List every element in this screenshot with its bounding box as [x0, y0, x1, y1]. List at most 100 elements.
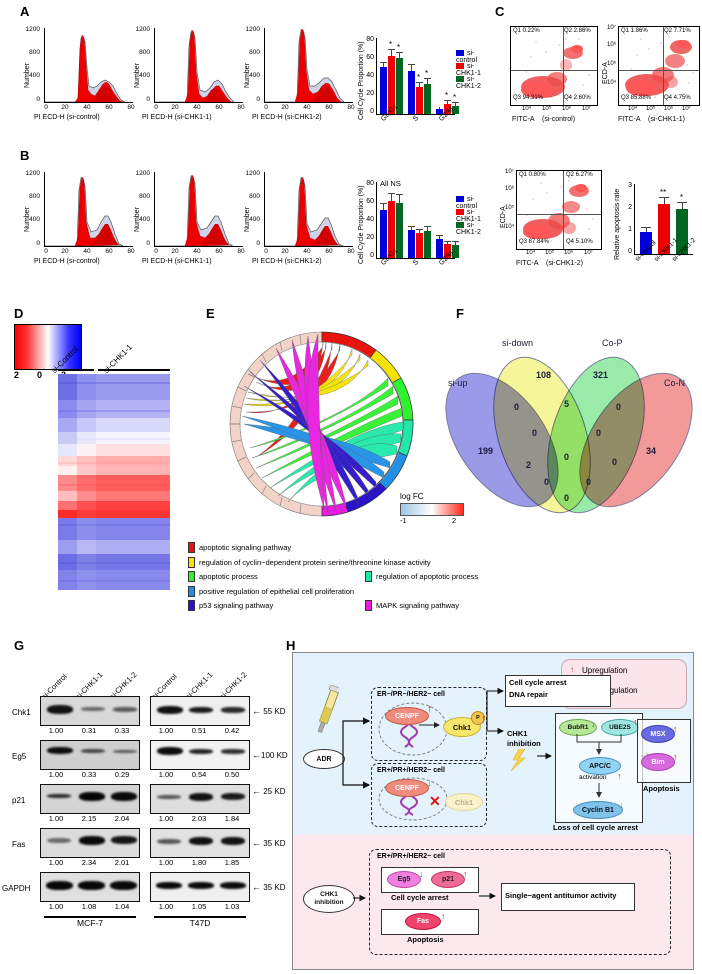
y-tick: 60 [366, 198, 374, 205]
blot-eg5-mcf7 [40, 740, 140, 770]
loss-of-arrest-label: Loss of cell cycle arrest [553, 823, 639, 832]
legend-row-p53-mapk: p53 signaling pathway MAPK signaling pat… [188, 600, 638, 611]
y-tick: 400 [29, 216, 40, 223]
apcc-activation-label: activation [579, 774, 607, 781]
x-tick: 20 [281, 104, 289, 111]
chk1-inhibition-line1: CHK1 [507, 729, 528, 738]
panel-label-B: B [20, 148, 30, 163]
eg5-node: Eg5 [387, 871, 421, 888]
blot-quant-value: 0.42 [224, 726, 240, 735]
legend-swatch-red [188, 542, 195, 553]
blot-quant-value: 1.00 [48, 770, 64, 779]
venn-count-siup-cop: 0 [532, 428, 538, 438]
blot-quant-value: 0.51 [191, 726, 207, 735]
blot-quant-value: 1.03 [224, 902, 240, 911]
eg5-down-arrow: ↓ [419, 869, 424, 879]
y-tick: 0 [256, 96, 260, 103]
msx-node: MSX [641, 725, 675, 743]
y-tick: 10⁷ [607, 25, 616, 31]
all-ns-annotation: All NS [380, 179, 401, 188]
legend-item-epithelial-proliferation: positive regulation of epithelial cell p… [188, 585, 638, 597]
bar-s-si-chk1-1 [416, 233, 423, 258]
single-agent-box [501, 883, 635, 911]
western-blot-panel-g: si-Control si-CHK1-1 si-CHK1-2 si-Contro… [2, 650, 288, 970]
quadrant-q4-label: Q4 4.75% [664, 95, 691, 101]
y-tick: 800 [249, 193, 260, 200]
flow-scatter-si-chk1-1: ECD-A 10⁷ 10⁶ 10⁵ 10⁴ [596, 22, 702, 132]
legend-label: apoptotic signaling pathway [199, 543, 292, 552]
significance-star: * [425, 69, 429, 78]
er-positive-cell-box-mid [371, 763, 487, 827]
significance-star: * [417, 73, 421, 82]
adr-node: ADR [303, 749, 345, 769]
cell-type-label-top: ER−/PR−/HER2− cell [377, 691, 445, 698]
y-tick: 1 [628, 226, 632, 233]
cell-type-label-bottom: ER+/PR+/HER2− cell [377, 853, 445, 860]
bar-g2m-si-chk1-1 [444, 244, 451, 258]
blot-quant-value: 1.00 [158, 902, 174, 911]
venn-count-siup-con: 2 [526, 460, 532, 470]
venn-count-si-up: 199 [478, 446, 494, 456]
bar-g0g1-si-control [380, 67, 387, 114]
syringe-icon [317, 685, 339, 733]
bar-g0g1-si-chk1-1 [388, 56, 395, 114]
panel-c-apoptosis-barchart: Relative apoptosis rate 3 2 1 0 ** * si-… [610, 172, 702, 282]
x-tick: 60 [215, 104, 223, 111]
venn-label-si-down: si-down [502, 338, 534, 348]
er-positive-cell-box-bottom [369, 849, 671, 955]
blot-chk1-mcf7 [40, 696, 140, 726]
x-tick: 20 [171, 104, 179, 111]
cell-type-label-mid: ER+/PR+/HER2− cell [377, 767, 445, 774]
blot-eg5-t47d [150, 740, 250, 770]
flow-histogram-a1: Number 0 400 800 1200 0 20 40 60 80 PI E… [18, 22, 136, 126]
x-tick: 10⁶ [664, 106, 674, 112]
panel-a-cellcycle-barchart: Cell Cycle Proportion (%) 80 60 40 20 0 … [352, 22, 492, 132]
chk1-up-arrow: ↑ [481, 713, 487, 725]
cenpf-down-arrow: ↓ [427, 778, 432, 788]
axis-label-x: PI ECD-H (si-CHK1-1) [142, 114, 212, 121]
legend-swatch-yellow [188, 556, 195, 568]
blot-quant-value: 1.00 [48, 858, 64, 867]
go-term-legend: apoptotic signaling pathway regulation o… [188, 542, 638, 615]
axis-label-x: PI ECD-H (si-CHK1-2) [252, 258, 322, 265]
chk1-inhibition-line2: inhibition [507, 739, 541, 748]
blot-quant-value: 2.01 [114, 858, 130, 867]
legend-swatch-teal [365, 571, 372, 582]
cell-line-label-mcf7: MCF-7 [77, 918, 103, 928]
quadrant-q4-label: Q4 2.60% [564, 95, 591, 101]
bar-s-si-control [408, 230, 415, 258]
scale-label-mid: 0 [37, 370, 43, 380]
blot-p21-mcf7 [40, 784, 140, 814]
axis-label-x: PI ECD-H (si-CHK1-1) [142, 258, 212, 265]
blot-mw-label: ← 35 KD [252, 838, 286, 848]
venn-diagram-panel-f: si-up si-down Co-P Co-N 199 108 321 34 0… [422, 330, 702, 540]
axis-label-x: FITC-A [516, 260, 539, 267]
y-tick: 0 [146, 240, 150, 247]
blot-protein-label: p21 [12, 796, 26, 805]
x-tick: 20 [61, 248, 69, 255]
flow-histogram-a3: Number 0 400 800 1200 0 20 40 60 80 PI E… [238, 22, 356, 126]
y-tick: 10⁶ [505, 186, 515, 192]
y-tick: 1200 [135, 26, 150, 33]
y-tick: 10⁶ [607, 42, 617, 48]
bubr1-down-arrow: ↓ [591, 719, 596, 729]
blot-quant-value: 1.85 [224, 858, 240, 867]
venn-count-siup-sidown: 0 [514, 402, 520, 412]
blot-protein-label: GAPDH [2, 884, 31, 893]
y-tick: 2 [628, 204, 632, 211]
legend-label: MAPK signaling pathway [376, 601, 459, 610]
blot-quant-value: 1.00 [158, 858, 174, 867]
x-tick: 80 [237, 104, 245, 111]
logfc-title: log FC [400, 492, 424, 501]
blot-quant-value: 2.04 [114, 814, 130, 823]
axis-label-x: PI ECD-H (si-CHK1-2) [252, 114, 322, 121]
y-tick: 20 [366, 234, 374, 241]
chk1-node-faded: Chk1 [445, 793, 483, 811]
bubr1-node: BubR1 [559, 719, 597, 736]
pathway-diagram-panel-h: ↑ Upregulation ↓ Downregulation ADR ER−/… [292, 652, 694, 970]
blocked-x-icon: ✕ [429, 793, 441, 809]
x-tick: 10⁴ [522, 106, 532, 112]
significance-star: * [397, 43, 401, 52]
blot-quant-value: 0.31 [81, 726, 97, 735]
